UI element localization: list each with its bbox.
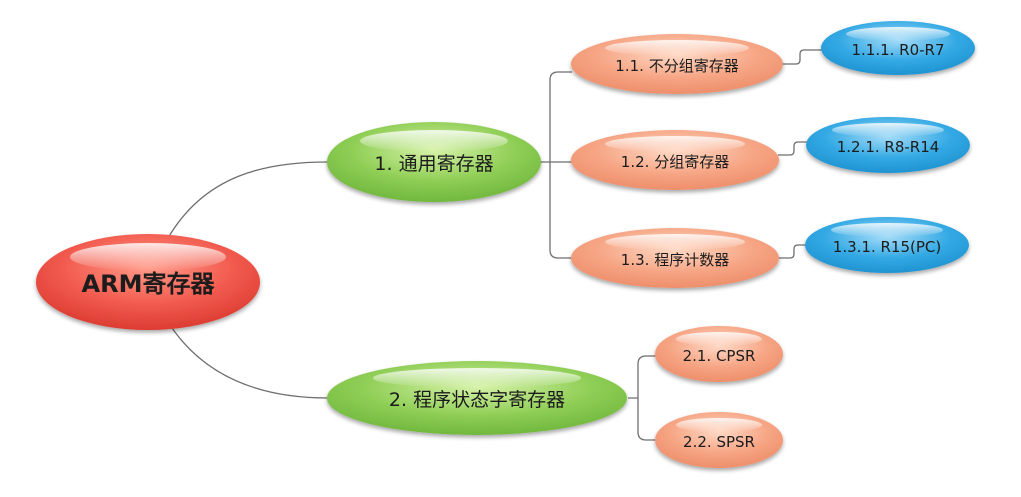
node-1-1-gloss [605,40,749,56]
branch2-node[interactable]: 2. 程序状态字寄存器 [327,361,627,435]
node-1-2-gloss [605,136,745,152]
node-1-2-label: 1.2. 分组寄存器 [621,153,729,171]
node-1-3-gloss [605,234,745,250]
node-2-2-label: 2.2. SPSR [683,433,755,451]
node-2-2[interactable]: 2.2. SPSR [655,412,783,468]
connector-root-branch2 [167,321,329,399]
node-1-3-label: 1.3. 程序计数器 [621,251,729,269]
branch2-gloss [373,368,581,388]
connector-1-1-to-1-1-1 [782,49,822,65]
node-2-1-label: 2.1. CPSR [683,347,756,365]
node-1-3-1-gloss [831,223,943,237]
node-1-3-1[interactable]: 1.3.1. R15(PC) [805,217,969,273]
node-1-3-1-label: 1.3.1. R15(PC) [833,238,941,256]
connector-1-2-to-1-2-1 [778,141,808,156]
branch2-label: 2. 程序状态字寄存器 [389,389,565,411]
node-1-1-1-label: 1.1.1. R0-R7 [851,41,944,59]
node-1-2-1-gloss [832,123,944,137]
root-node[interactable]: ARM寄存器 [36,234,260,330]
node-1-1-label: 1.1. 不分组寄存器 [615,57,738,75]
node-2-1[interactable]: 2.1. CPSR [655,326,783,382]
node-1-1-1[interactable]: 1.1.1. R0-R7 [821,21,975,75]
connector-branch2-bracket [628,355,656,441]
node-2-2-gloss [676,418,762,432]
branch1-node[interactable]: 1. 通用寄存器 [327,122,541,202]
connector-1-3-to-1-3-1 [778,244,808,259]
node-1-2-1[interactable]: 1.2.1. R8-R14 [806,117,970,173]
node-1-2[interactable]: 1.2. 分组寄存器 [571,130,779,190]
node-1-1-1-gloss [846,27,950,41]
connectors [167,49,822,441]
node-2-1-gloss [676,332,762,346]
connector-branch1-bracket [540,71,572,259]
branch1-gloss [360,130,508,152]
node-1-2-1-label: 1.2.1. R8-R14 [837,138,940,156]
branch1-label: 1. 通用寄存器 [374,153,493,175]
root-label: ARM寄存器 [82,270,216,298]
root-gloss [70,243,226,271]
node-1-3[interactable]: 1.3. 程序计数器 [571,228,779,288]
node-1-1[interactable]: 1.1. 不分组寄存器 [571,34,783,94]
connector-root-branch1 [167,161,329,239]
